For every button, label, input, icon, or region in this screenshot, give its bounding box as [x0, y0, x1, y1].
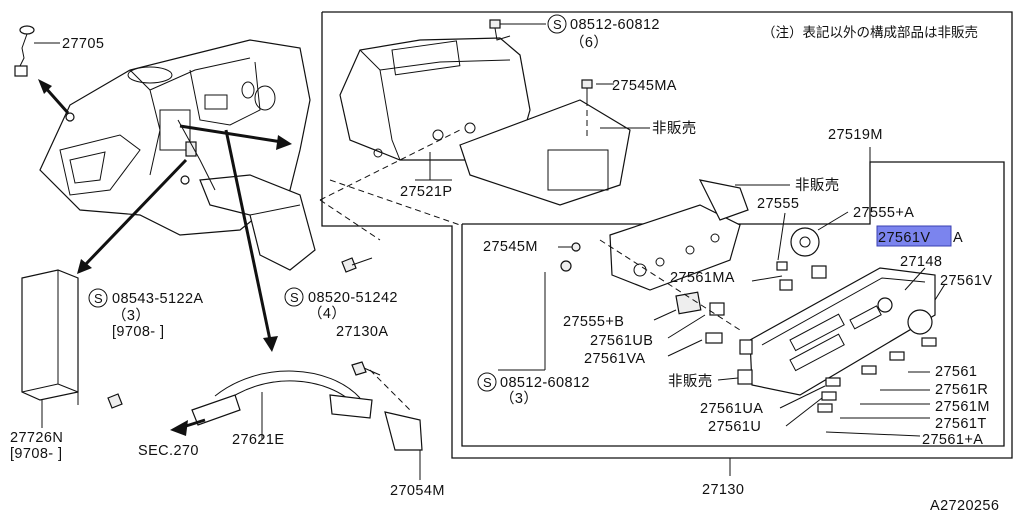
- s-marker-3: S: [290, 290, 299, 305]
- s-marker-1: S: [553, 17, 562, 32]
- label-08512-60812-top: 08512-60812: [570, 17, 660, 33]
- bolt-08512-60812-top: [489, 19, 546, 41]
- label-non-sale-1: 非販売: [652, 120, 697, 137]
- label-27148: 27148: [900, 254, 942, 270]
- label-qty-3-a: （3）: [112, 307, 150, 324]
- s-marker-4: S: [483, 375, 492, 390]
- label-27561A: 27561+A: [922, 432, 983, 448]
- label-27561R: 27561R: [935, 382, 988, 398]
- cable-27621E: [170, 370, 423, 480]
- label-27561U: 27561U: [708, 419, 761, 435]
- label-sec270: SEC.270: [138, 443, 199, 459]
- dial-27555A: [790, 211, 849, 257]
- label-date-a: [9708- ]: [112, 324, 164, 340]
- label-date-b: [9708- ]: [10, 446, 62, 462]
- control-unit-27521P: [339, 37, 531, 181]
- label-27555: 27555: [757, 196, 799, 212]
- s-marker-2: S: [94, 291, 103, 306]
- label-27726N: 27726N: [10, 430, 63, 446]
- label-27555B: 27555+B: [563, 314, 624, 330]
- label-27545M: 27545M: [483, 239, 538, 255]
- drawing-id: A2720256: [930, 498, 999, 511]
- label-27130A: 27130A: [336, 324, 388, 340]
- note-non-sale: （注）表記以外の構成部品は非販売: [762, 24, 978, 40]
- pointer-arrows: [38, 79, 292, 352]
- label-27561UB: 27561UB: [590, 333, 653, 349]
- label-27561MA: 27561MA: [670, 270, 735, 286]
- label-27621E: 27621E: [232, 432, 284, 448]
- label-27555A: 27555+A: [853, 205, 914, 221]
- screws: [107, 242, 581, 409]
- dashboard-illustration: [39, 39, 316, 271]
- outer-frame: [321, 11, 1013, 459]
- label-27521P: 27521P: [400, 184, 452, 200]
- label-27054M: 27054M: [390, 483, 445, 499]
- label-27561VA-suffix: A: [953, 230, 963, 246]
- labels: 27705 S 08512-60812 （6） （注）表記以外の構成部品は非販売…: [10, 17, 999, 514]
- label-27561T: 27561T: [935, 416, 987, 432]
- label-27561: 27561: [935, 364, 977, 380]
- screw-27545MA: [581, 79, 614, 100]
- label-08512-60812-bottom: 08512-60812: [500, 375, 590, 391]
- label-27130: 27130: [702, 482, 744, 498]
- label-27561VA-highlight: 27561V: [878, 230, 930, 246]
- sensor-27705: [14, 25, 60, 77]
- inner-frame-27519M: [461, 161, 1005, 447]
- label-08520-51242: 08520-51242: [308, 290, 398, 306]
- highlight-27561VA: [876, 225, 952, 247]
- label-27705: 27705: [62, 36, 104, 52]
- circuit-board: [319, 99, 650, 241]
- label-27561M: 27561M: [935, 399, 990, 415]
- label-08543-5122A: 08543-5122A: [112, 291, 203, 307]
- label-27561V: 27561V: [940, 273, 992, 289]
- button-parts: [675, 261, 937, 413]
- label-27519M: 27519M: [828, 127, 883, 143]
- label-qty-6: （6）: [570, 34, 608, 51]
- label-27561VA: 27561VA: [584, 351, 645, 367]
- switch-subassembly: [609, 179, 790, 291]
- label-non-sale-3: 非販売: [668, 373, 713, 390]
- leader-lines: [329, 147, 946, 476]
- label-qty-4: （4）: [308, 305, 346, 322]
- label-27545MA: 27545MA: [612, 78, 677, 94]
- label-qty-3-b: （3）: [500, 390, 538, 407]
- ecu-27726N: [21, 269, 79, 428]
- label-27561UA: 27561UA: [700, 401, 763, 417]
- control-panel-face: [737, 267, 936, 396]
- standard-part-markers: [88, 14, 567, 392]
- label-non-sale-2: 非販売: [795, 177, 840, 194]
